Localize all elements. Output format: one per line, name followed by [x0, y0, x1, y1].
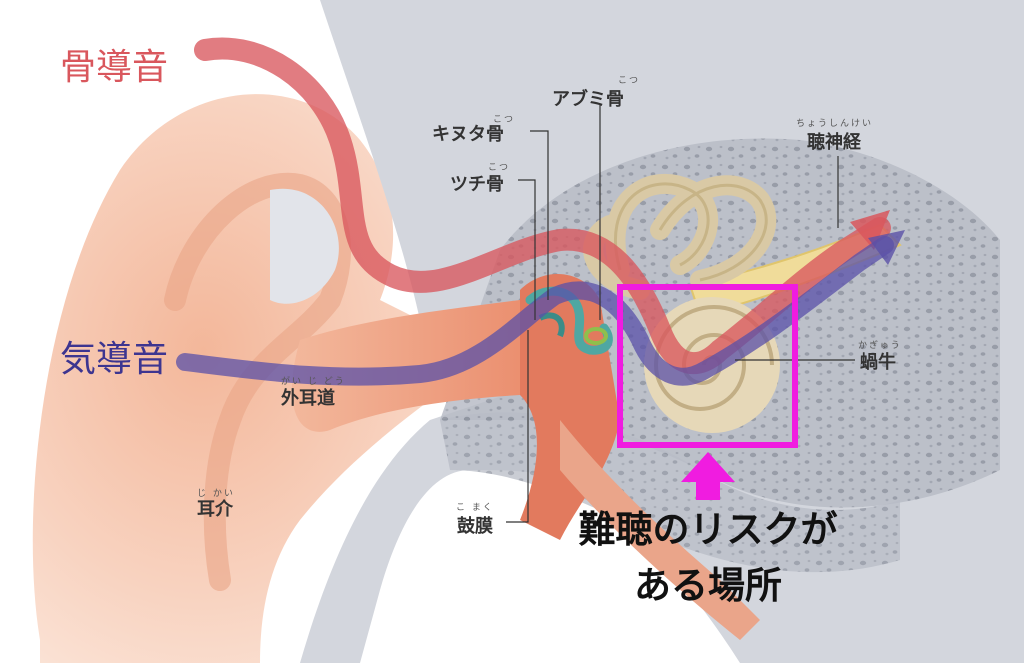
ear-canal-label: 外耳道	[281, 388, 335, 409]
malleus-ruby: こつ	[488, 163, 511, 173]
incus-ruby: こつ	[493, 115, 516, 125]
auditory-nerve-label: 聴神経	[807, 132, 861, 153]
concha-shadow	[270, 188, 339, 304]
hearing-loss-risk-callout-line1: 難聴のリスクが	[578, 508, 838, 551]
auricle-inner-fold	[164, 172, 351, 591]
auricle-ruby: じ かい	[197, 489, 235, 499]
auditory-nerve-ruby: ちょうしんけい	[796, 119, 874, 129]
eardrum-label: 鼓膜	[457, 516, 493, 537]
risk-highlight-box	[617, 284, 798, 448]
leader-lines	[506, 104, 855, 523]
air-conduction-arrowhead	[868, 230, 905, 265]
stapes-ruby: こつ	[618, 76, 641, 86]
auricle-label: 耳介	[197, 499, 233, 520]
ear-canal-ruby: がい じ どう	[281, 377, 346, 387]
bone-conduction-label: 骨導音	[60, 47, 169, 88]
stapes-label: アブミ骨	[552, 89, 624, 110]
air-conduction-label: 気導音	[60, 339, 169, 380]
air-conduction-path	[176, 236, 894, 386]
risk-up-arrow	[681, 452, 735, 500]
bone-conduction-arrowhead	[850, 210, 890, 250]
hearing-loss-risk-callout-line2: ある場所	[634, 564, 782, 607]
cochlea-label: 蝸牛	[860, 352, 896, 373]
malleus-label: ツチ骨	[450, 174, 504, 195]
bone-conduction-path	[194, 37, 891, 375]
incus-label: キヌタ骨	[432, 124, 504, 145]
eustachian-tube	[560, 420, 760, 640]
eardrum-ruby: こ まく	[456, 503, 494, 513]
cochlea-ruby: かぎゅう	[858, 341, 902, 351]
